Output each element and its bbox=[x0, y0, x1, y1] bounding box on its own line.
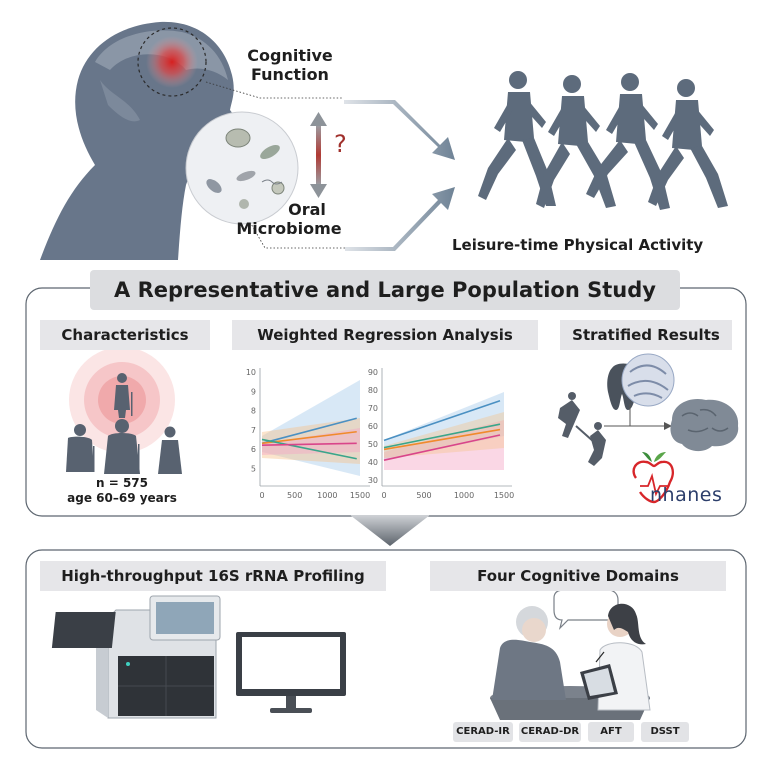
plot1-x-tick-label: 1000 bbox=[317, 491, 337, 500]
activity-label: Leisure-time Physical Activity bbox=[452, 236, 704, 254]
nhanes-logo-text: nhanes bbox=[650, 484, 723, 506]
characteristics-title: Characteristics bbox=[40, 320, 210, 350]
sequencer-machine-icon bbox=[51, 595, 221, 719]
plot1-y-tick-label: 10 bbox=[246, 368, 256, 377]
plot2-series-line-3 bbox=[383, 434, 501, 461]
domain-tag-dsst: DSST bbox=[641, 722, 689, 742]
bidirectional-arrow-icon bbox=[310, 112, 327, 198]
cognitive-label-line2: Function bbox=[251, 65, 329, 84]
runners-illustration bbox=[478, 71, 728, 210]
plot1-series-line-3 bbox=[261, 442, 357, 447]
oral-microbiome-label: Oral Microbiome bbox=[232, 200, 346, 238]
plot2-x-tick-label: 0 bbox=[381, 491, 386, 500]
brain-glow bbox=[146, 36, 198, 88]
profiling-title: High-throughput 16S rRNA Profiling bbox=[40, 561, 386, 591]
oral-label-line1: Oral bbox=[288, 200, 326, 219]
domain-tag-cerad-ir: CERAD-IR bbox=[453, 722, 513, 742]
sample-size: n = 575 bbox=[95, 476, 148, 490]
monitor-icon bbox=[236, 632, 346, 713]
cognitive-function-label: Cognitive Function bbox=[246, 46, 334, 84]
plot1-y-tick-label: 6 bbox=[251, 445, 256, 454]
regression-title: Weighted Regression Analysis bbox=[232, 320, 538, 350]
bottom-panel-frame bbox=[25, 549, 747, 749]
plot2-y-tick-label: 90 bbox=[368, 368, 378, 377]
plot1-x-tick-label: 500 bbox=[287, 491, 302, 500]
oral-microbiome-circle bbox=[185, 111, 299, 225]
plot2-y-tick-label: 50 bbox=[368, 440, 378, 449]
plot1-series-line-0 bbox=[261, 417, 357, 445]
stratified-title: Stratified Results bbox=[560, 320, 732, 350]
plot1-x-tick-label: 1500 bbox=[350, 491, 370, 500]
question-mark: ? bbox=[334, 130, 347, 158]
plot1-series-line-2 bbox=[261, 438, 357, 460]
plot2-series-line-2 bbox=[383, 423, 501, 449]
funnel-arrow bbox=[350, 515, 430, 546]
domain-tag-cerad-dr: CERAD-DR bbox=[519, 722, 581, 742]
arrows-to-activity bbox=[344, 100, 455, 251]
plot2-series-line-0 bbox=[383, 400, 501, 442]
nhanes-logo-mark bbox=[632, 452, 674, 504]
cognitive-label-line1: Cognitive bbox=[247, 46, 333, 65]
plot2-x-tick-label: 1500 bbox=[494, 491, 514, 500]
plot2-series-line-1 bbox=[383, 428, 501, 451]
cognitive-assessment-illustration bbox=[490, 603, 651, 720]
plot1-axes bbox=[259, 368, 370, 487]
plot1-y-tick-label: 5 bbox=[251, 464, 256, 473]
brain-highlight-circle bbox=[137, 27, 207, 97]
stratified-illustration bbox=[558, 353, 739, 466]
plot2-y-tick-label: 40 bbox=[368, 458, 378, 467]
plot2-y-tick-label: 30 bbox=[368, 476, 378, 485]
regression-plot-1: 0 500 1000 1500 5 6 7 8 9 10 bbox=[246, 368, 370, 500]
study-banner: A Representative and Large Population St… bbox=[90, 270, 680, 310]
plot1-series-line-1 bbox=[261, 430, 357, 445]
plot2-x-tick-label: 1000 bbox=[454, 491, 474, 500]
plot2-axes bbox=[381, 368, 512, 487]
plot1-y-tick-label: 8 bbox=[251, 407, 256, 416]
domains-title: Four Cognitive Domains bbox=[430, 561, 726, 591]
elderly-people-icon bbox=[66, 373, 182, 474]
plot1-x-tick-label: 0 bbox=[259, 491, 264, 500]
plot2-y-tick-label: 80 bbox=[368, 386, 378, 395]
plot2-x-tick-label: 500 bbox=[416, 491, 431, 500]
plot2-y-tick-label: 70 bbox=[368, 404, 378, 413]
oral-label-line2: Microbiome bbox=[236, 219, 342, 238]
domain-tag-aft: AFT bbox=[588, 722, 634, 742]
plot2-y-tick-label: 60 bbox=[368, 422, 378, 431]
plot1-y-tick-label: 9 bbox=[251, 387, 256, 396]
plot1-y-tick-label: 7 bbox=[251, 426, 256, 435]
regression-plot-2: 0 500 1000 1500 30 40 50 60 70 80 90 bbox=[368, 368, 514, 500]
age-range: age 60–69 years bbox=[67, 491, 177, 505]
